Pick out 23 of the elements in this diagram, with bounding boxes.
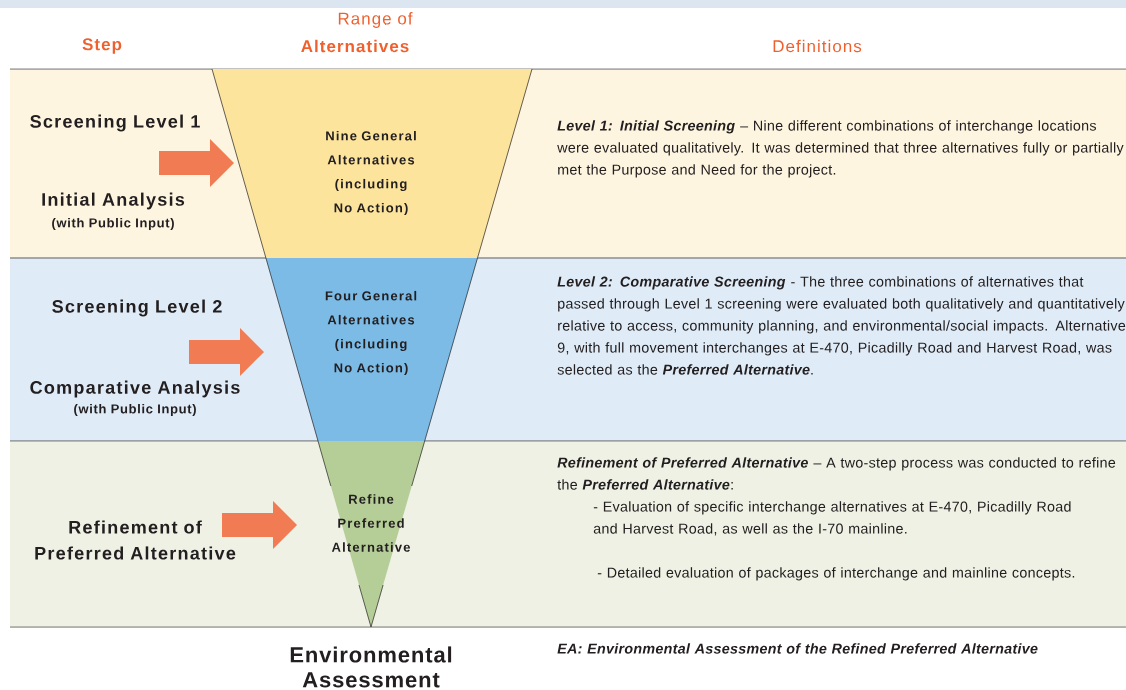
definition-text: Level 1: Initial Screening – Nine different combinations of interchange locations were evaluated qualitatively. It was determined that three alternatives fully or partially met the Purpose and Need for the project. <box>557 120 1124 178</box>
step-heading: Refinement of Preferred Alternative <box>35 520 236 560</box>
definition-text: EA: Environmental Assessment of the Refined Preferred Alternative <box>557 643 1038 654</box>
column-heading: Alternatives <box>301 39 409 53</box>
step-heading: Comparative Analysis <box>30 380 240 398</box>
step-heading: Screening Level 2 <box>52 299 222 317</box>
step-heading: Initial Analysis <box>42 192 185 210</box>
column-heading: Step <box>82 38 122 54</box>
step-note: (with Public Input) <box>74 403 196 417</box>
column-heading: Definitions <box>773 39 862 53</box>
funnel-segment: Four General Alternatives (including No Action) <box>265 257 478 442</box>
funnel-segment: Nine General Alternatives (including No Action) <box>211 68 533 259</box>
arrow <box>222 501 297 549</box>
definition-text: Level 2: Comparative Screening - The three combinations of alternatives that passed through Level 1 screening were evaluated both qualitatively and quantitatively relative to access, community planning, and environmental/social impacts. Alternative 9, with full movement interchanges at E-470, Picadilly Road and Harvest Road, was selected as the Preferred Alternative. <box>557 276 1126 375</box>
funnel-segment: Refine Preferred Alternative <box>317 440 426 628</box>
step-note: (with Public Input) <box>52 217 174 231</box>
arrow <box>159 139 234 187</box>
step-heading: Screening Level 1 <box>30 114 200 132</box>
column-heading: Range of <box>338 12 413 28</box>
definition-text: Refinement of Preferred Alternative – A two-step process was conducted to refine the Preferred Alternative: <box>557 457 1116 490</box>
arrow <box>189 328 264 376</box>
definition-bullet: - Detailed evaluation of packages of interchange and mainline concepts. <box>597 567 1075 581</box>
definition-bullet: - Evaluation of specific interchange alternatives at E-470, Picadilly Road and Harvest Road, as well as the I-70 mainline. <box>593 501 1071 536</box>
